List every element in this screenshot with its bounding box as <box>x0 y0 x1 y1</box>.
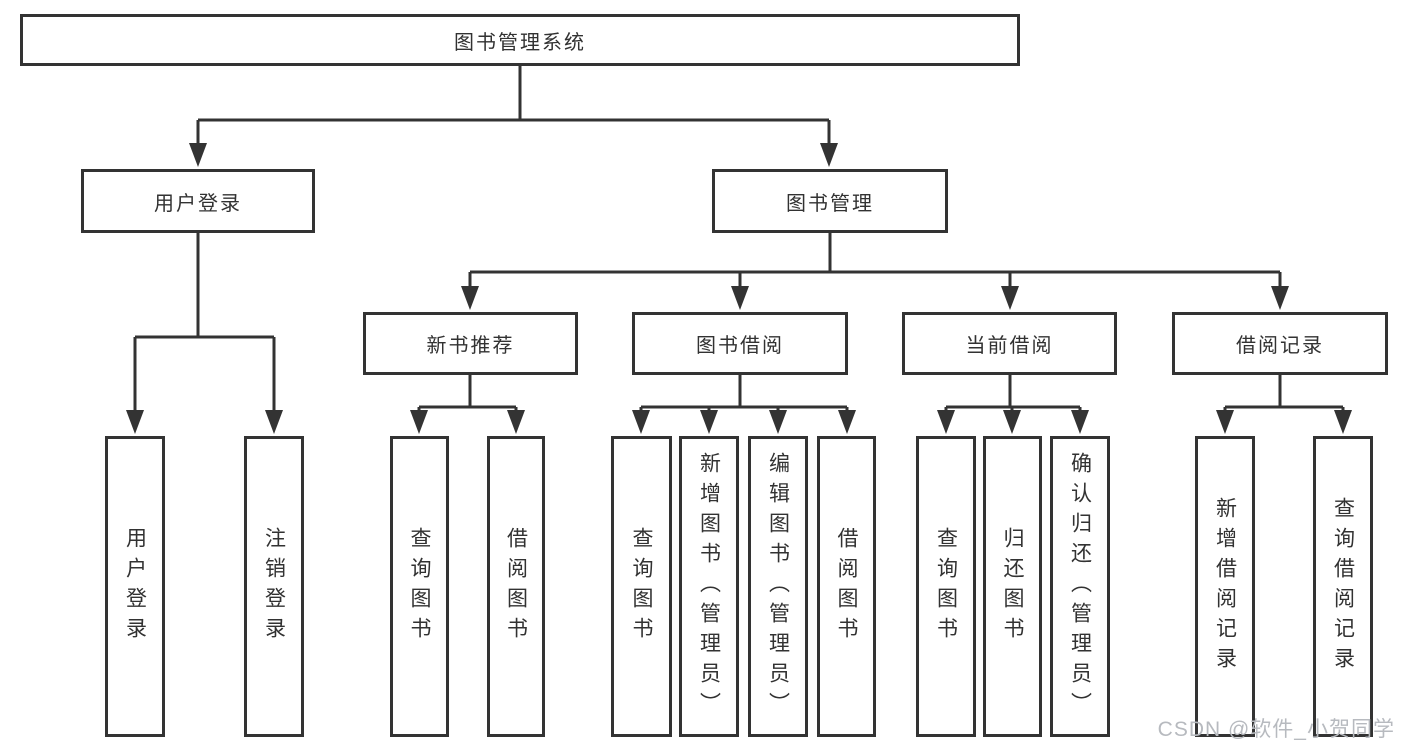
leaf-return-books: 归还图书 <box>983 436 1042 737</box>
node-label: 借阅图书 <box>835 526 858 647</box>
node-label: 查询借阅记录 <box>1331 496 1355 677</box>
leaf-logout: 注销登录 <box>244 436 304 737</box>
node-borrowing-records: 借阅记录 <box>1172 312 1388 375</box>
node-label: 确认归还（管理员） <box>1068 451 1092 722</box>
leaf-query-borrowing-record: 查询借阅记录 <box>1313 436 1373 737</box>
leaf-add-book-admin: 新增图书（管理员） <box>679 436 739 737</box>
node-label: 借阅图书 <box>504 526 528 647</box>
node-label: 用户登录 <box>154 192 242 215</box>
leaf-borrow-books-recommendation: 借阅图书 <box>487 436 545 737</box>
node-label: 借阅记录 <box>1236 335 1324 357</box>
node-label: 图书借阅 <box>696 335 784 357</box>
node-library-management-system: 图书管理系统 <box>20 14 1020 66</box>
node-label: 新书推荐 <box>426 335 515 357</box>
node-label: 用户登录 <box>123 526 147 647</box>
leaf-borrow-books-borrowing: 借阅图书 <box>817 436 876 737</box>
leaf-query-books-recommendation: 查询图书 <box>390 436 449 737</box>
leaf-user-login: 用户登录 <box>105 436 165 737</box>
node-label: 查询图书 <box>630 526 653 647</box>
node-label: 图书管理 <box>786 192 874 215</box>
leaf-query-books-borrowing: 查询图书 <box>611 436 672 737</box>
node-new-book-recommendation: 新书推荐 <box>363 312 578 375</box>
csdn-watermark: CSDN @软件_小贺同学 <box>1157 718 1395 741</box>
node-label: 归还图书 <box>1001 526 1024 647</box>
node-label: 图书管理系统 <box>454 31 586 54</box>
leaf-edit-book-admin: 编辑图书（管理员） <box>748 436 808 737</box>
node-book-management: 图书管理 <box>712 169 948 233</box>
leaf-confirm-return-admin: 确认归还（管理员） <box>1050 436 1110 737</box>
node-label: 编辑图书（管理员） <box>766 451 790 722</box>
node-label: 注销登录 <box>262 526 286 647</box>
leaf-query-books-current: 查询图书 <box>916 436 976 737</box>
node-user-login: 用户登录 <box>81 169 315 233</box>
node-label: 当前借阅 <box>965 335 1054 357</box>
node-label: 新增图书（管理员） <box>697 451 721 722</box>
leaf-add-borrowing-record: 新增借阅记录 <box>1195 436 1255 737</box>
node-label: 新增借阅记录 <box>1213 496 1237 677</box>
node-current-borrowing: 当前借阅 <box>902 312 1117 375</box>
arrowheads <box>126 143 1352 434</box>
node-label: 查询图书 <box>408 526 431 647</box>
node-label: 查询图书 <box>934 526 958 647</box>
node-book-borrowing: 图书借阅 <box>632 312 848 375</box>
